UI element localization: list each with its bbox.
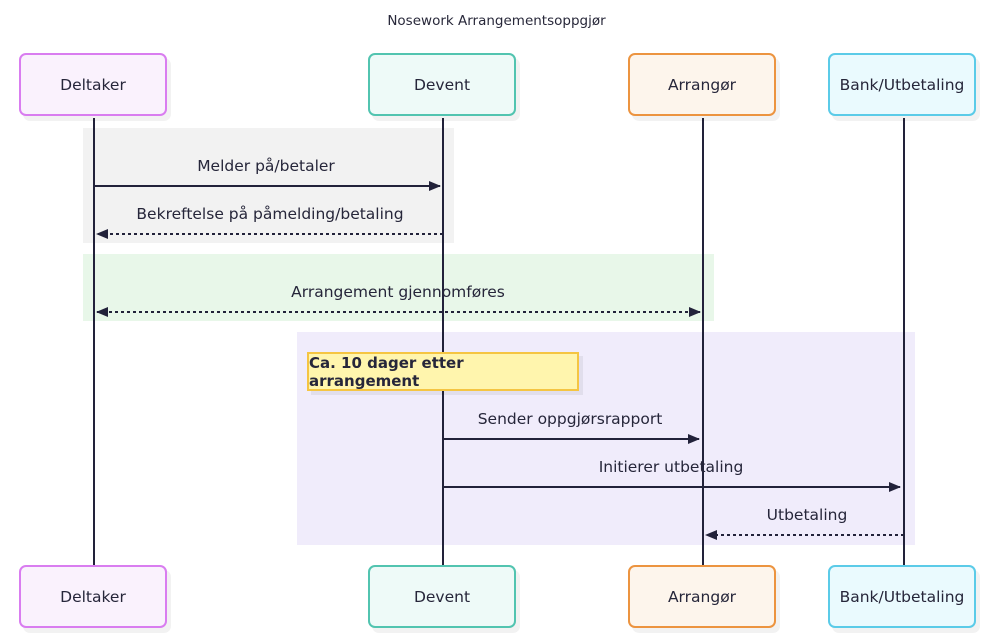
- message-label-melder: Melder på/betaler: [197, 157, 335, 175]
- lifeline-devent: [442, 118, 444, 565]
- participant-label: Deltaker: [60, 75, 126, 94]
- message-label-arrangement: Arrangement gjennomføres: [291, 283, 505, 301]
- note-text: Ca. 10 dager etter arrangement: [309, 353, 464, 390]
- message-label-bekreftelse: Bekreftelse på påmelding/betaling: [136, 205, 404, 223]
- note-timing: Ca. 10 dager etter arrangement: [307, 352, 579, 391]
- lifeline-arrangor: [702, 118, 704, 565]
- participant-label: Arrangør: [667, 587, 737, 606]
- participant-bank-bottom[interactable]: Bank/Utbetaling: [828, 565, 976, 628]
- participant-devent-top[interactable]: Devent: [368, 53, 516, 116]
- participant-bank-top[interactable]: Bank/Utbetaling: [828, 53, 976, 116]
- participant-arrangor-bottom[interactable]: Arrangør: [628, 565, 776, 628]
- participant-label: Bank/Utbetaling: [839, 75, 965, 94]
- participant-arrangor-top[interactable]: Arrangør: [628, 53, 776, 116]
- participant-deltaker-bottom[interactable]: Deltaker: [19, 565, 167, 628]
- participant-label: Deltaker: [60, 587, 126, 606]
- participant-label: Devent: [413, 587, 471, 606]
- message-label-initierer: Initierer utbetaling: [598, 458, 744, 476]
- lifeline-deltaker: [93, 118, 95, 565]
- participant-deltaker-top[interactable]: Deltaker: [19, 53, 167, 116]
- participant-devent-bottom[interactable]: Devent: [368, 565, 516, 628]
- lifeline-bank: [903, 118, 905, 565]
- message-label-sender: Sender oppgjørsrapport: [477, 410, 663, 428]
- participant-label: Bank/Utbetaling: [839, 587, 965, 606]
- diagram-title: Nosework Arrangementsoppgjør: [387, 13, 606, 29]
- participant-label: Arrangør: [667, 75, 737, 94]
- message-label-utbetaling: Utbetaling: [766, 506, 848, 524]
- participant-label: Devent: [413, 75, 471, 94]
